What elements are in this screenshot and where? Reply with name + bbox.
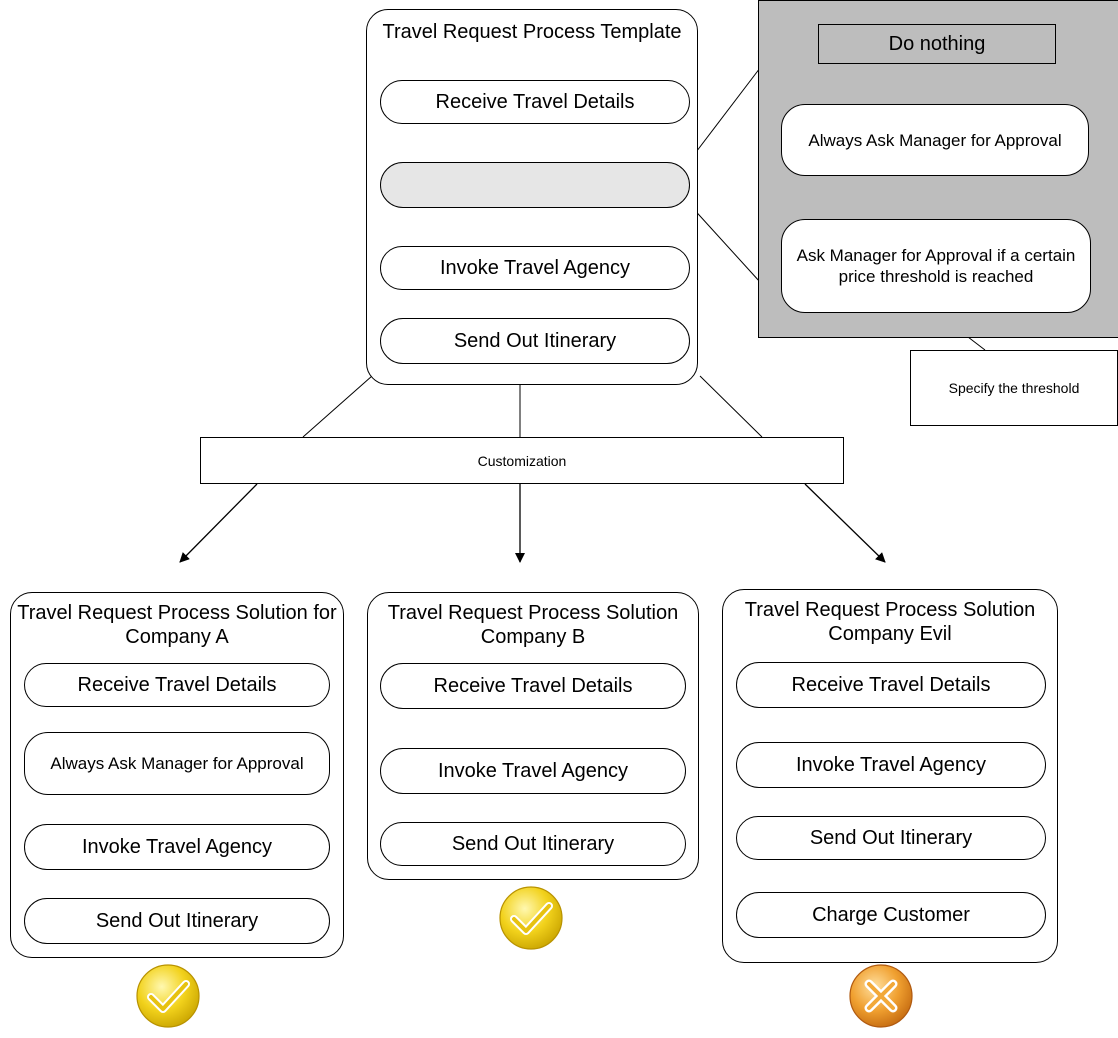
template-step-placeholder — [380, 162, 690, 208]
arrow-to-company-a — [179, 483, 258, 563]
callout-line-bottom — [689, 204, 761, 283]
option-do-nothing: Do nothing — [818, 24, 1056, 64]
company-a-step-invoke: Invoke Travel Agency — [24, 824, 330, 870]
company-b-step-invoke: Invoke Travel Agency — [380, 748, 686, 794]
company-b-step-receive: Receive Travel Details — [380, 663, 686, 709]
company-b-step-send: Send Out Itinerary — [380, 822, 686, 866]
line-template-customization-right — [699, 375, 763, 438]
solution-company-b-title: Travel Request Process Solution Company … — [387, 602, 679, 648]
template-step-receive: Receive Travel Details — [380, 80, 690, 124]
company-evil-step-receive: Receive Travel Details — [736, 662, 1046, 708]
cross-icon — [849, 964, 913, 1028]
customization-label: Customization — [200, 437, 844, 484]
company-evil-step-send: Send Out Itinerary — [736, 816, 1046, 860]
template-title: Travel Request Process Template — [382, 21, 682, 43]
check-icon — [499, 886, 563, 950]
check-icon — [136, 964, 200, 1028]
template-step-invoke: Invoke Travel Agency — [380, 246, 690, 290]
option-always-ask: Always Ask Manager for Approval — [781, 104, 1089, 176]
option-threshold-ask: Ask Manager for Approval if a certain pr… — [781, 219, 1091, 313]
company-evil-step-charge: Charge Customer — [736, 892, 1046, 938]
company-a-step-send: Send Out Itinerary — [24, 898, 330, 944]
solution-company-a-title: Travel Request Process Solution for Comp… — [17, 602, 337, 648]
specify-threshold-box: Specify the threshold — [910, 350, 1118, 426]
line-template-customization-left — [302, 375, 373, 438]
arrow-to-company-evil — [804, 483, 886, 563]
company-evil-step-invoke: Invoke Travel Agency — [736, 742, 1046, 788]
solution-company-evil-title: Travel Request Process Solution Company … — [744, 599, 1036, 645]
callout-line-top — [689, 67, 761, 161]
company-a-step-ask: Always Ask Manager for Approval — [24, 732, 330, 795]
template-step-send: Send Out Itinerary — [380, 318, 690, 364]
company-a-step-receive: Receive Travel Details — [24, 663, 330, 707]
